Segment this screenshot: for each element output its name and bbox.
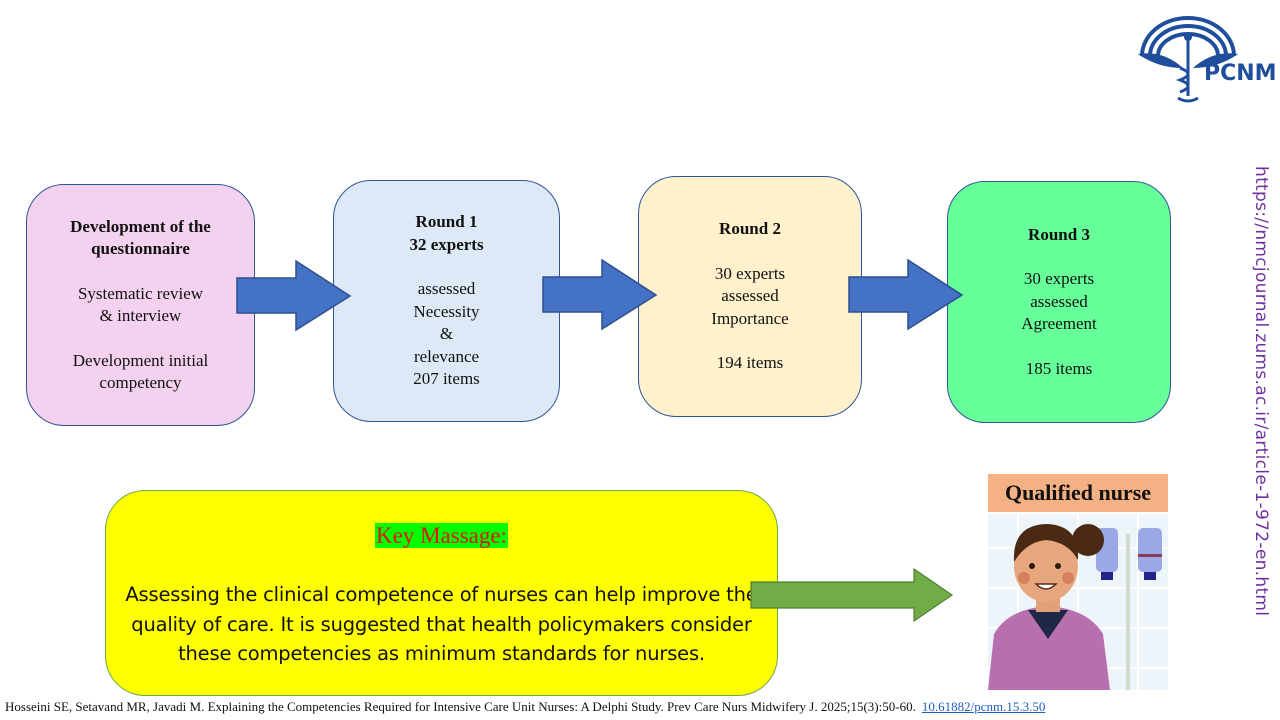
round3-items: 185 items (1025, 358, 1093, 378)
arrow-right-icon (542, 259, 658, 331)
round3-title: Round 3 (1028, 224, 1090, 244)
round1-items: 207 items (413, 369, 480, 389)
nurse-illustration (988, 514, 1168, 690)
key-message-box: Key Massage: Assessing the clinical comp… (105, 490, 778, 696)
round1-experts: 32 experts (409, 234, 484, 254)
round1-line: relevance (413, 346, 480, 366)
qualified-nurse-label: Qualified nurse (988, 474, 1168, 512)
logo-text: PCNM (1204, 61, 1277, 86)
round2-title: Round 2 (719, 219, 781, 239)
round3-box: Round 3 30 experts assessed Agreement 18… (947, 181, 1171, 423)
caduceus-icon: PCNM (1138, 16, 1277, 103)
round1-line: Necessity (413, 301, 480, 321)
round2-line: 30 experts (714, 263, 786, 283)
article-url-link[interactable]: https://nmcjournal.zums.ac.ir/article-1-… (1251, 166, 1271, 617)
round2-box: Round 2 30 experts assessed Importance 1… (638, 176, 862, 417)
citation: Hosseini SE, Setavand MR, Javadi M. Expl… (5, 699, 1045, 715)
development-line: competency (99, 373, 182, 392)
round3-line: assessed (1030, 291, 1088, 311)
citation-text: Hosseini SE, Setavand MR, Javadi M. Expl… (5, 699, 916, 714)
round1-box: Round 1 32 experts assessed Necessity & … (333, 180, 560, 422)
round1-title: Round 1 (415, 212, 478, 232)
development-box: Development of the questionnaire Systema… (26, 184, 255, 426)
arrow-right-icon (236, 260, 352, 332)
key-message-text: Assessing the clinical competence of nur… (125, 583, 758, 665)
round2-items: 194 items (716, 353, 784, 373)
round1-line: & (439, 324, 454, 344)
round1-line: assessed (417, 279, 476, 299)
pcnm-logo: PCNM (1128, 10, 1280, 108)
development-title-2: questionnaire (91, 239, 190, 258)
development-title-1: Development of the (70, 216, 211, 236)
arrow-right-icon (750, 567, 954, 623)
development-line: & interview (99, 306, 182, 325)
key-message-title: Key Massage: (375, 523, 508, 548)
doi-link[interactable]: 10.61882/pcnm.15.3.50 (921, 699, 1046, 714)
development-line: Systematic review (77, 283, 204, 303)
round2-line: Importance (711, 308, 789, 328)
arrow-right-icon (848, 259, 964, 331)
round3-line: 30 experts (1023, 269, 1095, 289)
development-line: Development initial (72, 350, 209, 370)
round3-line: Agreement (1021, 314, 1097, 334)
round2-line: assessed (721, 286, 779, 306)
